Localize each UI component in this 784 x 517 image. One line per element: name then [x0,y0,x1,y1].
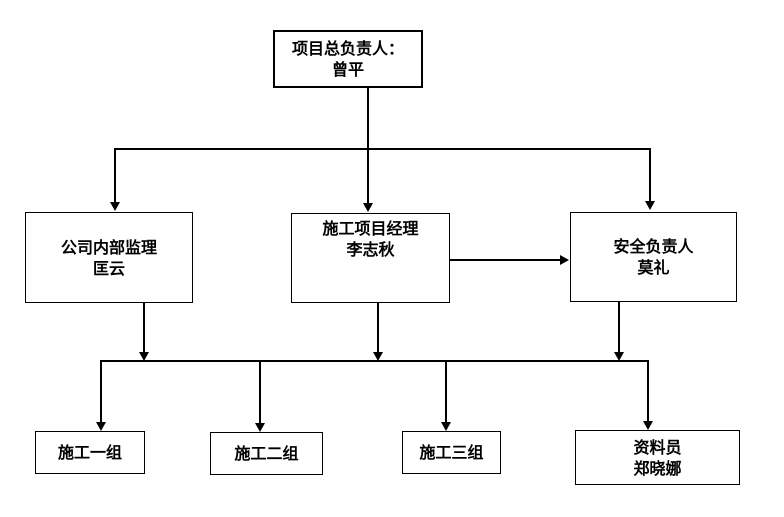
node-team3-label: 施工三组 [419,443,484,462]
node-documenter: 资料员 郑晓娜 [575,430,740,485]
node-construction-manager-name: 李志秋 [346,240,395,259]
arrow-down-icon [95,422,106,431]
connector-top-drop [367,88,369,204]
arrow-down-icon [362,203,373,212]
connector-level1-left-drop [114,149,116,203]
arrow-down-icon [642,421,653,430]
arrow-down-icon [254,423,265,432]
connector-team3-drop [445,361,447,423]
connector-manager-to-safety [450,259,560,261]
arrow-down-icon [613,352,624,361]
connector-team1-drop [100,361,102,423]
node-team1: 施工一组 [35,431,145,474]
connector-supervisor-down [143,303,145,353]
node-project-leader-role: 项目总负责人： [291,39,404,58]
node-documenter-role: 资料员 [633,437,682,457]
connector-documenter-drop [647,361,649,422]
node-internal-supervisor: 公司内部监理 匡云 [25,212,193,303]
node-construction-manager: 施工项目经理 李志秋 [291,213,450,303]
node-team3: 施工三组 [402,431,501,474]
node-safety-officer-name: 莫礼 [637,258,670,277]
node-internal-supervisor-name: 匡云 [92,258,125,278]
arrow-down-icon [109,202,120,211]
node-team1-label: 施工一组 [57,443,122,462]
connector-level1-right-drop [649,149,651,202]
node-team2-label: 施工二组 [234,444,299,463]
node-project-leader-name: 曾平 [331,60,364,79]
connector-manager-down [377,303,379,353]
arrow-down-icon [440,422,451,431]
arrow-down-icon [372,352,383,361]
node-safety-officer-role: 安全负责人 [613,237,694,256]
node-team2: 施工二组 [210,432,323,475]
node-project-leader: 项目总负责人： 曾平 [273,30,423,88]
connector-safety-down [618,302,620,353]
node-documenter-name: 郑晓娜 [633,458,682,478]
arrow-right-icon [560,254,569,265]
arrow-down-icon [644,201,655,210]
arrow-down-icon [138,352,149,361]
connector-team2-drop [259,361,261,424]
connector-level1-horizontal [114,148,651,150]
node-safety-officer: 安全负责人 莫礼 [570,212,737,302]
node-internal-supervisor-role: 公司内部监理 [60,237,157,257]
node-construction-manager-role: 施工项目经理 [322,219,419,238]
